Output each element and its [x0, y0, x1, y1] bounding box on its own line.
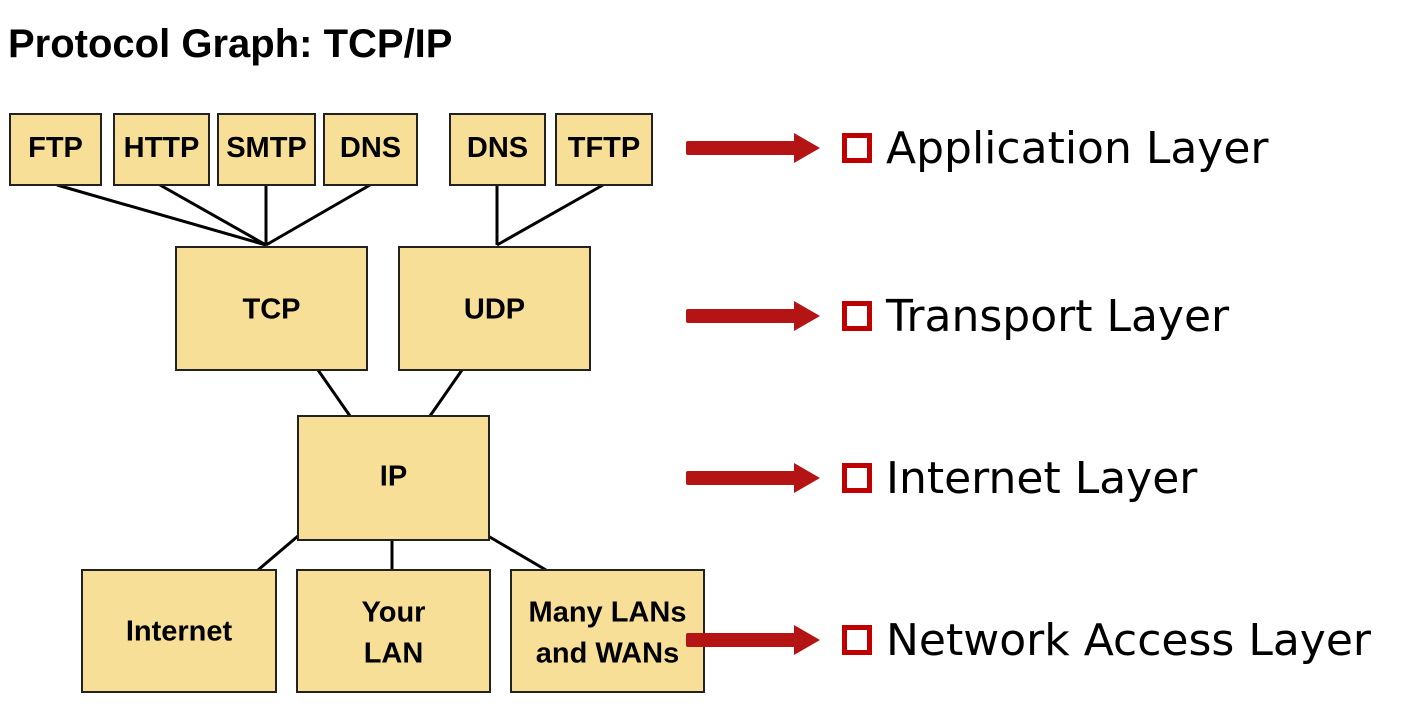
- box-internet-label: Internet: [126, 616, 233, 648]
- box-your-lan-line1: Your: [362, 597, 426, 629]
- page-title: Protocol Graph: TCP/IP: [8, 22, 453, 66]
- box-http-label: HTTP: [124, 132, 200, 164]
- link-ftp-tcp: [56, 183, 267, 247]
- layer-label-network-access: Network Access Layer: [886, 614, 1371, 666]
- box-dns-udp: DNS: [449, 113, 546, 186]
- box-tcp: TCP: [175, 246, 368, 371]
- box-ip-label: IP: [380, 461, 407, 493]
- graph-links: [56, 183, 604, 572]
- link-ip-internet: [257, 534, 299, 572]
- box-udp-label: UDP: [464, 294, 525, 326]
- link-tftp-udp: [496, 183, 604, 247]
- link-udp-ip: [428, 369, 464, 417]
- box-smtp-label: SMTP: [226, 132, 307, 164]
- square-bullet-icon: [842, 625, 872, 655]
- arrow-right-icon: [686, 301, 828, 331]
- box-ftp: FTP: [9, 113, 102, 186]
- link-ip-wan: [487, 534, 547, 572]
- box-ip: IP: [297, 415, 490, 541]
- layer-application: Application Layer: [686, 118, 1269, 178]
- box-tftp-label: TFTP: [568, 132, 641, 164]
- layer-label-application: Application Layer: [886, 122, 1269, 174]
- box-your-lan-line2: LAN: [364, 638, 424, 670]
- box-udp: UDP: [398, 246, 591, 371]
- box-dns-tcp-label: DNS: [340, 132, 401, 164]
- square-bullet-icon: [842, 133, 872, 163]
- box-ftp-label: FTP: [28, 132, 83, 164]
- arrow-right-icon: [686, 625, 828, 655]
- layer-label-transport: Transport Layer: [886, 290, 1230, 342]
- box-dns-udp-label: DNS: [467, 132, 528, 164]
- box-many-lans-line2: and WANs: [536, 638, 679, 670]
- layer-internet: Internet Layer: [686, 448, 1197, 508]
- box-tftp: TFTP: [555, 113, 653, 186]
- layer-label-internet: Internet Layer: [886, 452, 1198, 504]
- layer-transport: Transport Layer: [686, 286, 1229, 346]
- box-internet: Internet: [81, 569, 277, 693]
- link-tcp-ip: [316, 369, 352, 417]
- box-smtp: SMTP: [217, 113, 316, 186]
- box-many-lans-line1: Many LANs: [529, 597, 687, 629]
- protocol-graph: FTP HTTP SMTP DNS DNS TFTP TCP UD: [9, 113, 705, 693]
- box-dns-tcp: DNS: [323, 113, 418, 186]
- arrow-right-icon: [686, 463, 828, 493]
- square-bullet-icon: [842, 301, 872, 331]
- square-bullet-icon: [842, 463, 872, 493]
- link-http-tcp: [159, 183, 267, 247]
- box-many-lans: Many LANs and WANs: [510, 569, 705, 693]
- link-dns-tcp: [265, 183, 371, 247]
- arrow-right-icon: [686, 133, 828, 163]
- layer-network-access: Network Access Layer: [686, 610, 1371, 670]
- box-your-lan: Your LAN: [296, 569, 491, 693]
- box-tcp-label: TCP: [243, 294, 301, 326]
- box-http: HTTP: [113, 113, 210, 186]
